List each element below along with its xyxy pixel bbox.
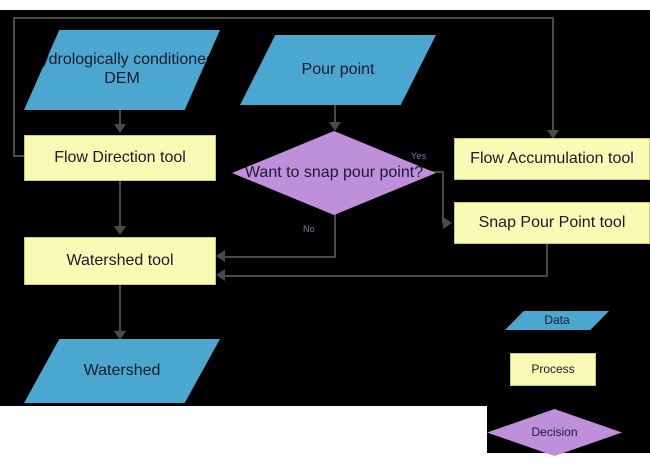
legend-item-process: Process — [510, 353, 596, 386]
node-label: Pour point — [301, 60, 375, 78]
connector-right-rail — [552, 17, 554, 134]
connector-flowdir-to-watershed — [119, 181, 121, 228]
node-label: Hydrologically conditioned DEM — [29, 51, 215, 87]
arrowhead-to-watershed — [114, 331, 126, 340]
node-flow-direction-tool[interactable]: Flow Direction tool — [24, 135, 216, 181]
legend-label: Data — [544, 313, 570, 328]
node-label: Want to snap pour point? — [244, 163, 424, 181]
node-label: Flow Direction tool — [54, 148, 186, 166]
node-label: Snap Pour Point tool — [478, 213, 626, 231]
connector-no-vertical — [334, 214, 336, 258]
connector-left-rail — [13, 17, 15, 157]
node-snap-pour-point-tool[interactable]: Snap Pour Point tool — [454, 202, 650, 244]
branch-label-no: No — [303, 224, 315, 234]
node-label: Flow Accumulation tool — [470, 149, 634, 167]
arrowhead-to-flow-accumulation — [547, 130, 559, 139]
connector-top-rail — [13, 17, 554, 19]
arrowhead-to-flow-direction — [114, 124, 126, 133]
connector-no-horizontal — [222, 256, 336, 258]
node-label: Watershed — [83, 361, 161, 379]
arrowhead-to-decision — [329, 122, 341, 131]
connector-pourpoint-to-decision — [334, 105, 336, 126]
legend-label: Process — [531, 362, 575, 377]
connector-left-stub — [13, 155, 27, 157]
connector-dem-to-flowdir — [119, 110, 121, 128]
arrowhead-to-snap-pour-point — [443, 217, 452, 229]
node-label: Watershed tool — [66, 251, 174, 269]
legend-label: Decision — [531, 425, 578, 440]
connector-snap-to-watershed-vertical — [546, 244, 548, 277]
connector-yes-vertical — [442, 171, 444, 223]
arrowhead-no-to-watershed-tool — [216, 250, 225, 262]
connector-watershedtool-to-watershed — [119, 285, 121, 333]
branch-label-yes: Yes — [411, 151, 427, 161]
connector-snap-to-watershed-horizontal — [222, 275, 548, 277]
node-flow-accumulation-tool[interactable]: Flow Accumulation tool — [454, 138, 650, 180]
arrowhead-to-watershed-tool — [114, 226, 126, 235]
arrowhead-snap-to-watershed-tool — [216, 269, 225, 281]
node-watershed-tool[interactable]: Watershed tool — [24, 237, 216, 285]
